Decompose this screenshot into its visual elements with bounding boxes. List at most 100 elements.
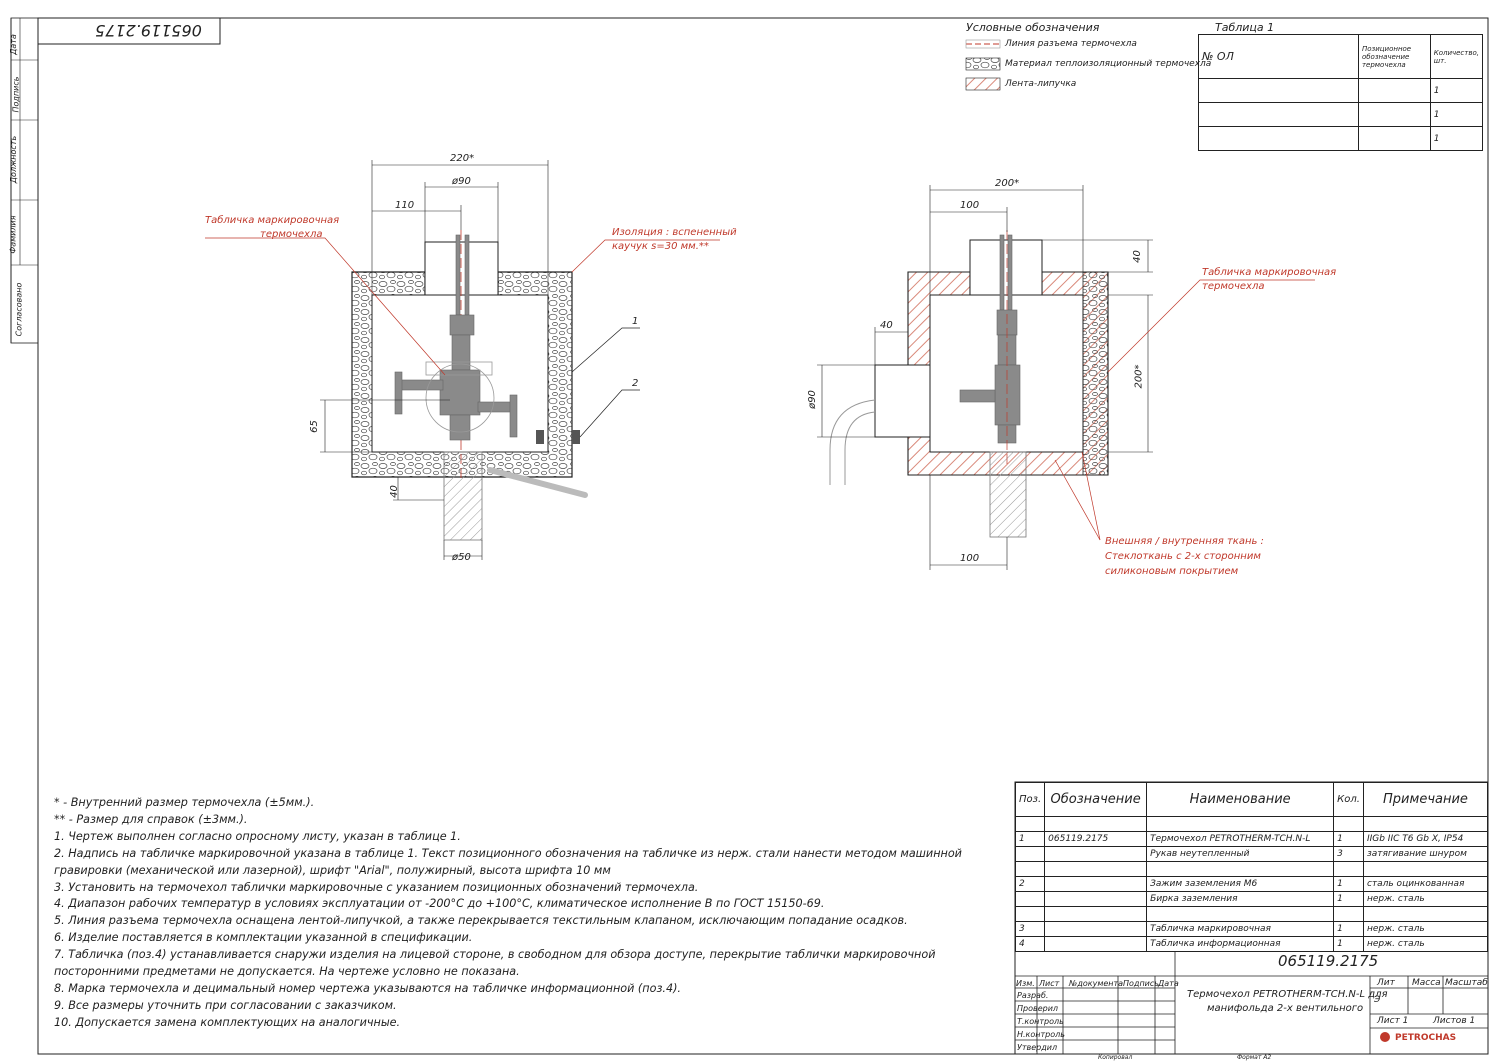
table-cell: нерж. сталь <box>1362 936 1489 952</box>
table-cell <box>1146 906 1335 922</box>
table-cell <box>1044 936 1148 952</box>
spec-header-designation: Обозначение <box>1044 782 1148 817</box>
fabric-label-3: силиконовым покрытием <box>1105 566 1239 577</box>
mass-header: Масса <box>1412 978 1441 988</box>
dim-110: 110 <box>395 200 415 211</box>
fabric-label-2: Стеклоткань с 2-х сторонним <box>1105 551 1261 562</box>
spec-table: Поз. Обозначение Наименование Кол. Приме… <box>1014 782 1489 952</box>
table-cell: 1 <box>1333 936 1364 952</box>
insulation-label-1: Изоляция : вспененный <box>612 227 737 238</box>
table-cell <box>1044 861 1148 877</box>
table-cell: Термочехол PETROTHERM-TCH.N-L <box>1146 831 1335 847</box>
spec-header-pos: Поз. <box>1014 782 1046 817</box>
fabric-label-1: Внешняя / внутренняя ткань : <box>1105 536 1264 547</box>
table-cell <box>1014 816 1046 832</box>
sheet-number: Лист 1 <box>1377 1016 1409 1026</box>
notes-block: * - Внутренний размер термочехла (±5мм.)… <box>54 795 994 1032</box>
dim-100-bottom: 100 <box>960 553 980 564</box>
note-item: 3. Установить на термочехол таблички мар… <box>54 880 699 894</box>
side-label-approved: Согласовано <box>14 282 24 337</box>
insulation-label-2: каучук s=30 мм.** <box>612 241 709 252</box>
table-cell: 1 <box>1429 78 1484 103</box>
title-name-1: Термочехол PETROTHERM-TCH.N-L для <box>1187 989 1388 1000</box>
note-item: 6. Изделие поставляется в комплектации у… <box>54 931 473 945</box>
col-list: Лист <box>1039 979 1060 988</box>
col-signature: Подпись <box>1123 979 1159 988</box>
table-cell: 2 <box>1014 876 1046 892</box>
table-cell: 1 <box>1333 831 1364 847</box>
table-cell: Рукав неутепленный <box>1146 846 1335 862</box>
table-cell: 1 <box>1333 876 1364 892</box>
table1-header-ol: № ОЛ <box>1198 34 1359 79</box>
table-cell <box>1044 876 1148 892</box>
table-cell <box>1333 906 1364 922</box>
table-cell <box>1357 78 1431 103</box>
col-izm: Изм. <box>1016 979 1035 988</box>
dim-40-right: 40 <box>1131 250 1143 263</box>
left-view <box>205 160 720 560</box>
position-2: 2 <box>632 378 639 389</box>
table1-header-qty: Количество, шт. <box>1429 34 1484 79</box>
legend-title: Условные обозначения <box>966 21 1100 34</box>
side-label-surname: Фамилия <box>8 215 18 254</box>
note-item: 9. Все размеры уточнить при согласовании… <box>54 998 397 1012</box>
table-cell <box>1362 906 1489 922</box>
table-cell <box>1014 846 1046 862</box>
doc-number-mirrored: 065119.2175 <box>95 21 202 40</box>
logo-icon <box>1380 1032 1390 1042</box>
table-cell <box>1362 861 1489 877</box>
note-item: * - Внутренний размер термочехла (±5мм.)… <box>54 796 315 809</box>
table-cell <box>1198 102 1359 127</box>
legend-insulation: Материал теплоизоляционный термочехла <box>1005 59 1212 69</box>
table-cell: 065119.2175 <box>1044 831 1148 847</box>
table-cell: сталь оцинкованная <box>1362 876 1489 892</box>
dim-200-top: 200* <box>995 178 1020 189</box>
table-cell <box>1014 891 1046 907</box>
table-cell <box>1146 816 1335 832</box>
table-cell <box>1014 906 1046 922</box>
table-cell: 1 <box>1014 831 1046 847</box>
table-cell <box>1357 126 1431 151</box>
table-cell <box>1333 816 1364 832</box>
dim-200-vertical: 200* <box>1133 364 1145 389</box>
left-plate-label-2: термочехла <box>260 229 323 240</box>
dim-40-left: 40 <box>880 320 893 331</box>
table-cell: Табличка информационная <box>1146 936 1335 952</box>
table1-title: Таблица 1 <box>1215 21 1275 34</box>
table-cell: затягивание шнуром <box>1362 846 1489 862</box>
role-approver: Утвердил <box>1017 1043 1058 1052</box>
table1: № ОЛ Позиционное обозначение термочехла … <box>1198 34 1484 151</box>
table-cell <box>1198 126 1359 151</box>
table-cell: IIGb IIC T6 Gb X, IP54 <box>1362 831 1489 847</box>
right-plate-label-2: термочехла <box>1202 281 1265 292</box>
title-block: 065119.2175 Термочехол PETROTHERM-TCH.N-… <box>1015 952 1488 1054</box>
dim-220: 220* <box>450 153 475 164</box>
table-cell <box>1014 861 1046 877</box>
dim-90-right: ø90 <box>806 390 818 409</box>
right-view <box>817 185 1315 570</box>
table-cell: 1 <box>1333 921 1364 937</box>
table-cell: Зажим заземления М6 <box>1146 876 1335 892</box>
left-plate-label-1: Табличка маркировочная <box>205 215 340 226</box>
role-developer: Разраб. <box>1017 991 1049 1000</box>
title-doc-number: 065119.2175 <box>1278 952 1379 970</box>
spec-header-name: Наименование <box>1146 782 1335 817</box>
side-label-date: Дата <box>8 34 18 55</box>
role-ncontrol: Н.контроль <box>1017 1030 1065 1039</box>
logo-text: PETROCHAS <box>1395 1033 1457 1043</box>
table-cell <box>1044 816 1148 832</box>
note-item: 1. Чертеж выполнен согласно опросному ли… <box>54 829 461 843</box>
note-item: ** - Размер для справок (±3мм.). <box>54 812 248 826</box>
table-cell <box>1044 906 1148 922</box>
title-name-2: манифольда 2-х вентильного <box>1207 1003 1364 1014</box>
lit-header: Лит <box>1377 978 1395 988</box>
dim-100-top: 100 <box>960 200 980 211</box>
note-item: 8. Марка термочехла и децимальный номер … <box>54 981 681 995</box>
table-cell <box>1044 921 1148 937</box>
col-date: Дата <box>1158 979 1179 988</box>
copied-label: Копировал <box>1098 1054 1133 1061</box>
note-item: 4. Диапазон рабочих температур в условия… <box>54 897 825 911</box>
title-block-lines <box>1015 952 1488 1054</box>
table-cell <box>1044 891 1148 907</box>
